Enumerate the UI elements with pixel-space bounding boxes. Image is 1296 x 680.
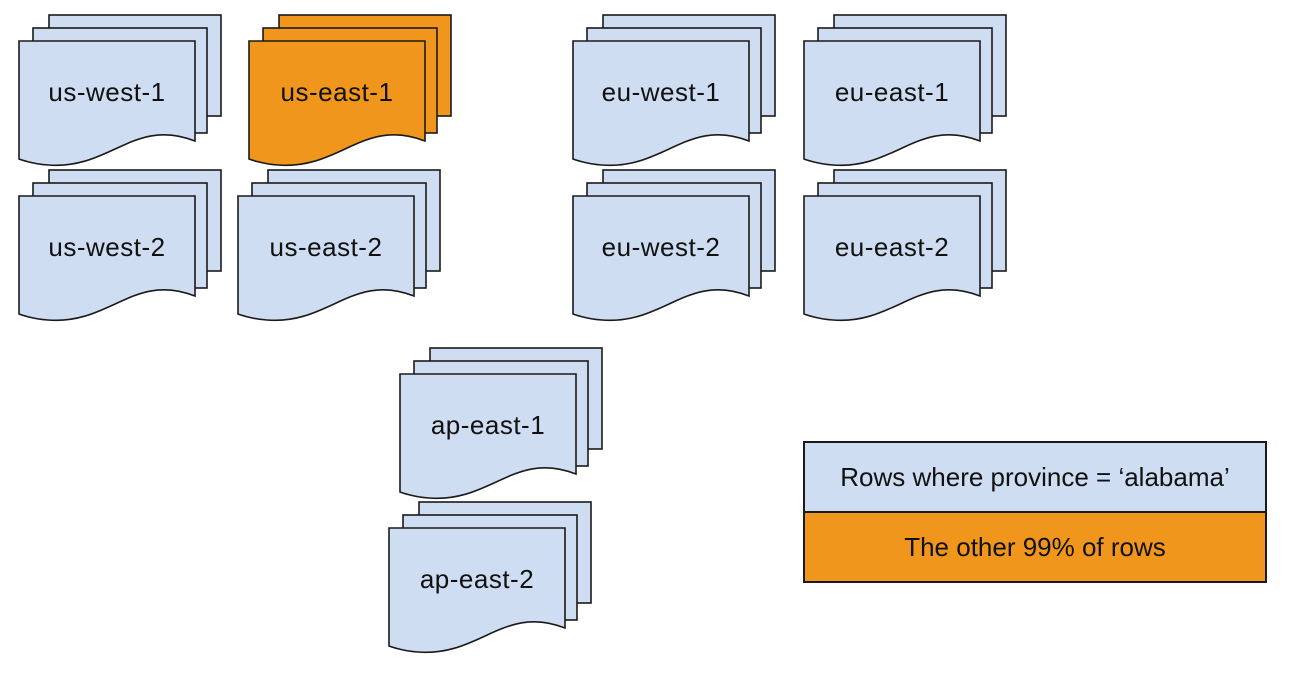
document-stack-icon <box>18 14 222 167</box>
region-label: eu-east-2 <box>834 232 950 262</box>
document-stack-icon <box>248 14 452 167</box>
legend-box: Rows where province = ‘alabama’The other… <box>803 441 1267 583</box>
region-stack-ap-east-1: ap-east-1 <box>399 347 605 505</box>
legend-item-1: The other 99% of rows <box>805 511 1265 581</box>
legend-item-0: Rows where province = ‘alabama’ <box>805 443 1265 511</box>
region-label: ap-east-1 <box>430 410 546 440</box>
region-stack-eu-east-1: eu-east-1 <box>803 14 1009 172</box>
region-label: us-west-1 <box>48 77 166 107</box>
document-stack-icon <box>803 14 1007 167</box>
document-stack-icon <box>237 169 441 322</box>
document-stack-icon <box>803 169 1007 322</box>
region-stack-us-east-2: us-east-2 <box>237 169 443 327</box>
region-label: eu-west-1 <box>601 77 721 107</box>
document-stack-icon <box>399 347 603 500</box>
region-stack-us-east-1: us-east-1 <box>248 14 454 172</box>
document-stack-icon <box>388 501 592 654</box>
region-stack-ap-east-2: ap-east-2 <box>388 501 594 659</box>
region-stack-us-west-1: us-west-1 <box>18 14 224 172</box>
document-stack-icon <box>572 14 776 167</box>
region-stack-eu-west-1: eu-west-1 <box>572 14 778 172</box>
region-label: eu-west-2 <box>601 232 721 262</box>
region-stack-eu-east-2: eu-east-2 <box>803 169 1009 327</box>
region-stack-eu-west-2: eu-west-2 <box>572 169 778 327</box>
document-stack-icon <box>18 169 222 322</box>
region-label: us-east-2 <box>269 232 383 262</box>
document-stack-icon <box>572 169 776 322</box>
region-label: us-west-2 <box>48 232 166 262</box>
region-label: ap-east-2 <box>419 564 535 594</box>
region-label: us-east-1 <box>280 77 394 107</box>
region-stack-us-west-2: us-west-2 <box>18 169 224 327</box>
region-label: eu-east-1 <box>834 77 950 107</box>
